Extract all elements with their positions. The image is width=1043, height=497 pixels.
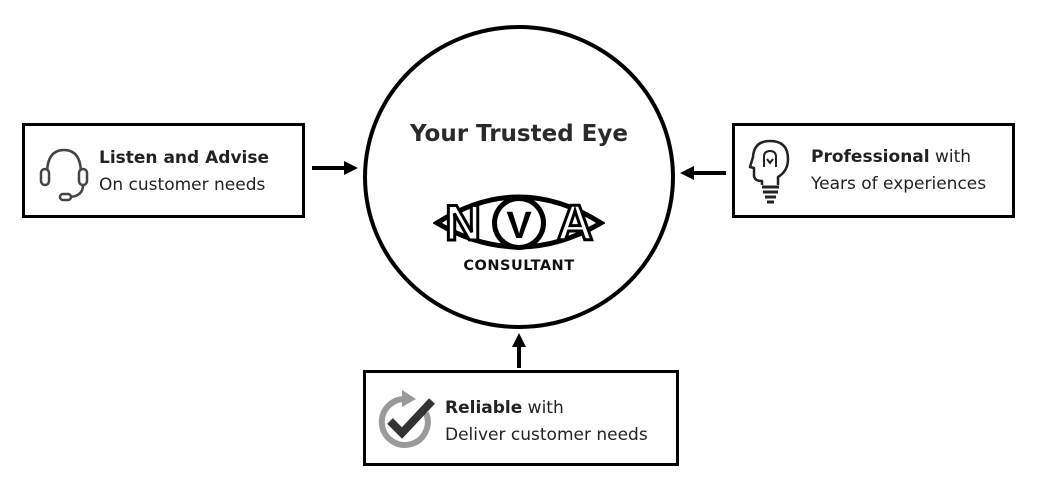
center-circle: Your Trusted Eye (363, 25, 675, 329)
node-text: Professional with Years of experiences (811, 144, 986, 198)
nva-eye-logo: N V A (433, 194, 605, 253)
node-label-line2: Deliver customer needs (445, 425, 648, 445)
node-label-bold: Professional (811, 147, 930, 167)
node-label-rest: with (929, 147, 972, 167)
node-text: Listen and Advise On customer needs (99, 145, 269, 199)
node-label-line2: On customer needs (99, 175, 266, 195)
lightbulb-head-icon (748, 139, 790, 204)
edge-arrow-left (312, 161, 358, 175)
node-label-bold: Listen and Advise (99, 148, 269, 168)
edge-arrow-right (680, 166, 726, 180)
node-listen-advise: Listen and Advise On customer needs (22, 123, 305, 218)
center-title: Your Trusted Eye (409, 121, 628, 147)
logo-letter-v: V (506, 205, 532, 247)
edge-arrow-bottom (512, 333, 526, 368)
node-label-bold: Reliable (445, 398, 523, 418)
node-reliable: Reliable with Deliver customer needs (363, 370, 679, 466)
logo-letter-n: N (445, 195, 481, 251)
node-label-rest: with (522, 398, 564, 418)
node-text: Reliable with Deliver customer needs (445, 395, 648, 449)
headset-icon (39, 148, 89, 202)
refresh-check-icon (378, 390, 435, 448)
logo-letter-a: A (557, 195, 593, 251)
node-professional: Professional with Years of experiences (732, 123, 1015, 218)
node-label-line2: Years of experiences (811, 174, 987, 194)
logo-subtitle: CONSULTANT (463, 258, 575, 274)
